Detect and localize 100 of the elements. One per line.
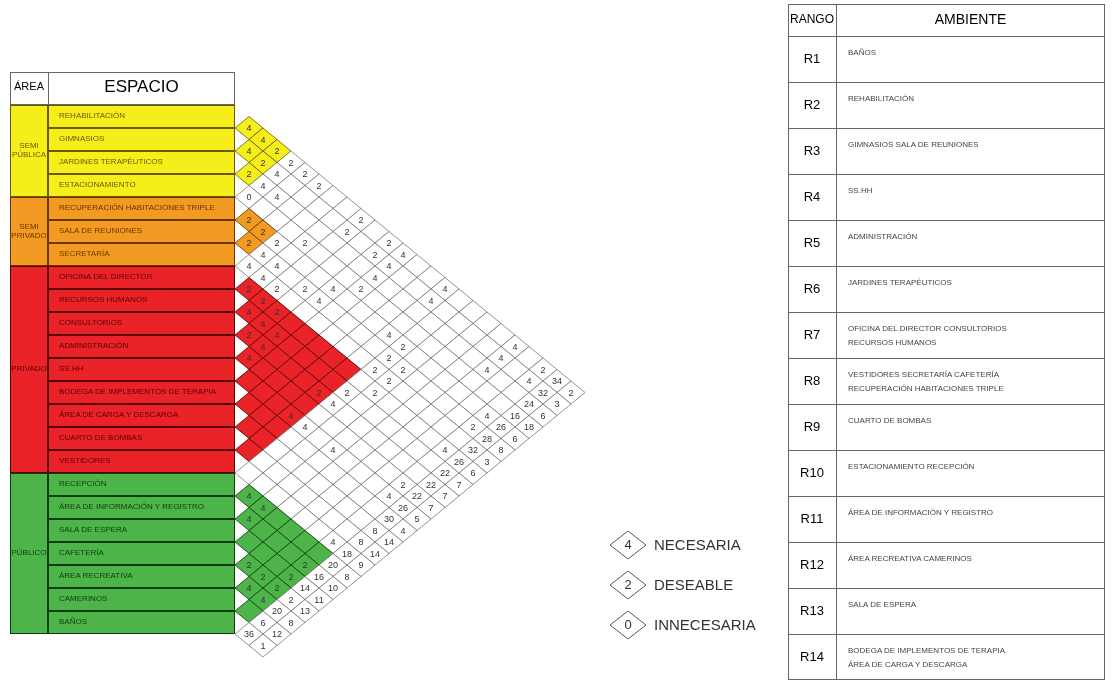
matrix-value: 4 bbox=[260, 134, 266, 145]
rank-value: 6 bbox=[540, 410, 546, 421]
range-code: R1 bbox=[802, 51, 822, 66]
matrix-value: 2 bbox=[246, 560, 252, 570]
matrix-value: 2 bbox=[274, 238, 280, 248]
room-list: SS.HH bbox=[848, 184, 1018, 198]
matrix-value: 4 bbox=[400, 249, 406, 260]
rank-value: 14 bbox=[384, 537, 394, 547]
matrix-value: 4 bbox=[260, 180, 266, 191]
matrix-value: 4 bbox=[526, 376, 532, 386]
column-header: AMBIENTE bbox=[933, 11, 1008, 27]
range-code: R3 bbox=[802, 143, 822, 158]
rank-value: 12 bbox=[272, 629, 282, 639]
rank-value: 3 bbox=[554, 399, 560, 409]
column-header: ÁREA bbox=[13, 80, 45, 92]
score-value: 16 bbox=[510, 410, 520, 421]
matrix-value: 4 bbox=[246, 123, 252, 133]
matrix-value: 4 bbox=[330, 399, 336, 409]
matrix-value: 2 bbox=[372, 249, 378, 260]
matrix-value: 2 bbox=[344, 387, 350, 398]
room-list: BODEGA DE IMPLEMENTOS DE TERAPIA ÁREA DE CARGA Y DESCARGA bbox=[848, 644, 1018, 672]
rank-value: 8 bbox=[288, 617, 294, 628]
legend-value: 2 bbox=[624, 578, 632, 592]
range-code: R4 bbox=[802, 189, 822, 204]
rank-value: 18 bbox=[524, 422, 534, 432]
range-code: R8 bbox=[802, 373, 822, 388]
room-list: ADMINISTRACIÓN bbox=[848, 230, 1018, 244]
range-code: R13 bbox=[799, 603, 825, 618]
matrix-value: 2 bbox=[372, 387, 378, 398]
matrix-value: 2 bbox=[540, 364, 546, 375]
matrix-value: 4 bbox=[512, 341, 518, 352]
area-band: SEMI PÚBLICA bbox=[10, 105, 48, 197]
matrix-value: 4 bbox=[288, 410, 294, 421]
matrix-value: 2 bbox=[274, 146, 280, 156]
score-value: 22 bbox=[412, 491, 422, 501]
matrix-value: 4 bbox=[246, 491, 252, 501]
score-value: 2 bbox=[288, 594, 294, 605]
matrix-value: 2 bbox=[260, 571, 266, 582]
score-value: 16 bbox=[314, 571, 324, 582]
area-band: PÚBLICO bbox=[10, 473, 48, 634]
range-code: R6 bbox=[802, 281, 822, 296]
rank-value: 7 bbox=[442, 491, 448, 501]
matrix-value: 2 bbox=[260, 295, 266, 306]
rank-value: 10 bbox=[328, 583, 338, 593]
range-code: R10 bbox=[799, 465, 825, 480]
matrix-value: 2 bbox=[246, 330, 252, 340]
range-code: R7 bbox=[802, 327, 822, 342]
matrix-value: 4 bbox=[484, 364, 490, 375]
area-band: PRIVADO bbox=[10, 266, 48, 473]
matrix-value: 2 bbox=[386, 376, 392, 386]
matrix-value: 2 bbox=[260, 157, 266, 168]
matrix-value: 4 bbox=[442, 445, 448, 455]
matrix-value: 4 bbox=[246, 261, 252, 271]
score-value: 18 bbox=[342, 548, 352, 559]
matrix-value: 2 bbox=[302, 560, 308, 570]
room-list: CUARTO DE BOMBAS bbox=[848, 414, 1018, 428]
room-list: JARDINES TERAPÉUTICOS bbox=[848, 276, 1018, 290]
legend-label: DESEABLE bbox=[654, 576, 734, 593]
matrix-value: 4 bbox=[386, 491, 392, 501]
room-list: ÁREA DE INFORMACIÓN Y REGISTRO bbox=[848, 506, 1018, 520]
matrix-value: 4 bbox=[274, 169, 280, 179]
room-list: OFICINA DEL DIRECTOR CONSULTORIOS RECURSOS HUMANOS bbox=[848, 322, 1018, 350]
score-value: 8 bbox=[358, 537, 364, 547]
range-code: R11 bbox=[799, 511, 825, 526]
score-value: 26 bbox=[496, 422, 506, 432]
rank-value: 3 bbox=[484, 456, 490, 467]
matrix-value: 2 bbox=[400, 341, 406, 352]
rank-value: 9 bbox=[358, 560, 364, 570]
area-band: SEMI PRIVADO bbox=[10, 197, 48, 266]
rank-value: 11 bbox=[314, 594, 324, 605]
legend-value: 4 bbox=[624, 538, 632, 552]
room-list: ÁREA RECREATIVA CAMERINOS bbox=[848, 552, 1018, 566]
range-code: R12 bbox=[799, 557, 825, 572]
matrix-value: 4 bbox=[260, 341, 266, 352]
matrix-value: 2 bbox=[316, 180, 322, 191]
matrix-value: 4 bbox=[246, 583, 252, 593]
rank-value: 6 bbox=[470, 468, 476, 478]
matrix-value: 2 bbox=[274, 307, 280, 317]
matrix-value: 2 bbox=[274, 284, 280, 294]
score-value: 20 bbox=[328, 560, 338, 570]
matrix-value: 4 bbox=[260, 594, 266, 605]
score-value: 32 bbox=[538, 387, 548, 398]
matrix-value: 2 bbox=[246, 215, 252, 225]
score-value: 28 bbox=[482, 433, 492, 444]
column-header: ESPACIO bbox=[103, 77, 180, 97]
matrix-value: 2 bbox=[470, 422, 476, 432]
column-header: RANGO bbox=[789, 12, 835, 26]
matrix-value: 4 bbox=[246, 353, 252, 363]
matrix-value: 4 bbox=[428, 295, 434, 306]
range-code: R14 bbox=[799, 649, 825, 664]
rank-value: 4 bbox=[400, 525, 406, 536]
rank-value: 8 bbox=[344, 571, 350, 582]
matrix-value: 2 bbox=[372, 364, 378, 375]
matrix-value: 2 bbox=[288, 157, 294, 168]
score-value: 22 bbox=[440, 468, 450, 478]
matrix-value: 4 bbox=[316, 295, 322, 306]
matrix-value: 4 bbox=[330, 537, 336, 547]
matrix-value: 2 bbox=[358, 215, 364, 225]
score-value: 36 bbox=[244, 629, 254, 639]
matrix-value: 2 bbox=[302, 238, 308, 248]
